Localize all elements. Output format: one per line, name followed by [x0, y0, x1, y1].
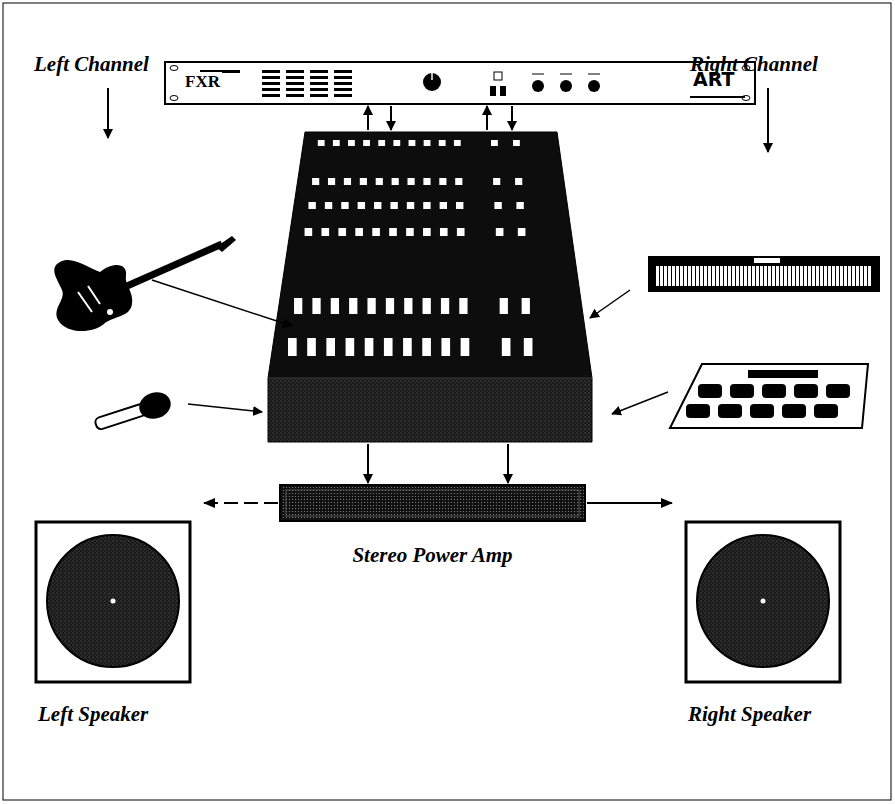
signal-arrow: [511, 106, 513, 130]
channel-arrow: [767, 88, 769, 152]
speaker-cabinet: [686, 522, 840, 682]
channel-label: Right Channel: [690, 52, 818, 77]
speaker-feed-arrow: [204, 502, 278, 504]
signal-arrow: [367, 444, 369, 483]
channel-arrow: [107, 88, 109, 138]
microphone-illustration: [92, 388, 174, 437]
speaker-box: Right Speaker: [686, 522, 840, 682]
node-label: FXR: [183, 72, 222, 92]
node-label: Right Speaker: [688, 702, 811, 727]
signal-arrow: [152, 280, 292, 326]
frame: [3, 3, 891, 800]
effects-unit: FXRART: [165, 62, 755, 104]
power-amp: [280, 485, 585, 521]
drum-machine-illustration: [670, 364, 868, 428]
power-amp-box: Stereo Power Amp: [280, 485, 585, 521]
signal-arrow: [612, 392, 668, 414]
signal-arrow: [367, 106, 369, 130]
keyboard-illustration: [648, 256, 880, 292]
signal-arrow: [590, 290, 630, 318]
node-label: Left Speaker: [38, 702, 148, 727]
signal-arrow: [486, 106, 488, 130]
signal-arrow: [188, 404, 262, 412]
speaker-box: Left Speaker: [36, 522, 190, 682]
effects-rack: [165, 62, 755, 104]
channel-label: Left Channel: [34, 52, 149, 77]
speaker-cabinet: [36, 522, 190, 682]
mixing-console: [268, 132, 592, 442]
guitar-illustration: [54, 236, 236, 331]
node-label: Stereo Power Amp: [352, 543, 512, 568]
signal-arrow: [507, 444, 509, 483]
signal-arrow: [390, 106, 392, 130]
speaker-feed-arrow: [587, 502, 672, 504]
